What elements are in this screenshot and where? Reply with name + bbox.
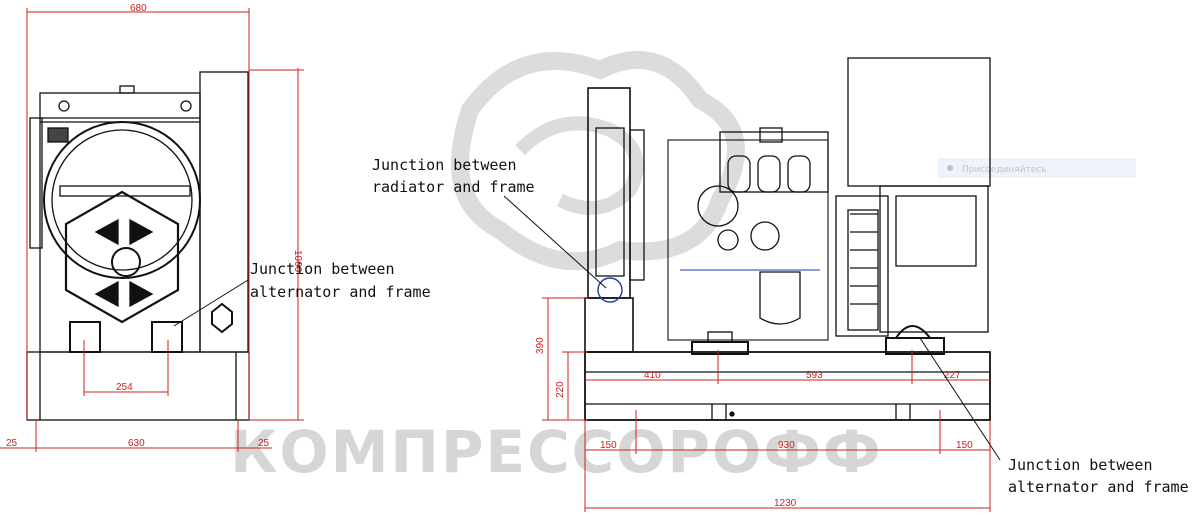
- dim-side-lower1: 150: [600, 440, 617, 451]
- side-engine: [667, 139, 829, 341]
- dim-front-width: 680: [130, 3, 147, 14]
- radiator-junction-marker: [597, 277, 623, 303]
- front-dimensions: [0, 8, 304, 452]
- dim-side-lower2: 930: [778, 440, 795, 451]
- side-alternator-flange: [835, 195, 889, 337]
- side-oil-filter: [759, 271, 801, 325]
- front-base-frame: [26, 351, 250, 421]
- front-cap-icon: [58, 100, 70, 112]
- front-end-cover: [64, 190, 180, 324]
- dim-side-seg2: 593: [806, 370, 823, 381]
- dim-side-lower3: 150: [956, 440, 973, 451]
- label-alt-left-line1: Junction between: [250, 260, 395, 278]
- side-base-frame: [584, 351, 991, 421]
- label-radiator-junction-line1: Junction between: [372, 156, 517, 174]
- side-mount-alternator: [885, 337, 945, 355]
- side-dimensions: [542, 297, 991, 512]
- front-view: [26, 71, 250, 421]
- watermark-brand: КОМПРЕССОРОФФ: [230, 418, 882, 486]
- dim-side-total-height: 390: [535, 337, 546, 354]
- front-drain-plug: [211, 302, 233, 334]
- front-mount-left: [69, 321, 101, 353]
- label-alt-right-line2: alternator and frame: [1008, 478, 1189, 496]
- front-mount-right: [151, 321, 183, 353]
- leader-radiator: [503, 195, 607, 289]
- side-view: [584, 57, 991, 421]
- side-radiator-support: [584, 297, 634, 353]
- badge-dot-icon: [947, 165, 953, 171]
- dim-front-left-offset: 25: [6, 438, 18, 449]
- dim-side-total-length: 1230: [774, 498, 797, 509]
- watermark-logo: [451, 51, 745, 271]
- side-control-panel: [847, 57, 991, 187]
- dim-front-mount-spacing: 254: [116, 382, 133, 393]
- dim-side-seg1: 410: [644, 370, 661, 381]
- dim-front-right-offset: 25: [258, 438, 270, 449]
- leader-alternator-right: [919, 337, 1001, 461]
- dim-side-seg3: 227: [944, 370, 961, 381]
- leader-alternator-left: [173, 279, 249, 327]
- dim-side-frame-height: 220: [555, 381, 566, 398]
- dim-front-height: 1060: [292, 250, 303, 273]
- leader-lines: [173, 195, 1001, 461]
- label-alt-right-line1: Junction between: [1008, 456, 1153, 474]
- dim-front-base-width: 630: [128, 438, 145, 449]
- watermark-small: Присоединяйтесь: [962, 165, 1047, 175]
- label-alt-left-line2: alternator and frame: [250, 283, 431, 301]
- front-radiator-housing: [199, 71, 249, 353]
- watermark-badge: [938, 158, 1136, 178]
- label-radiator-junction-line2: radiator and frame: [372, 178, 535, 196]
- front-hub-icon: [111, 247, 141, 277]
- front-fan-ring: [43, 121, 201, 279]
